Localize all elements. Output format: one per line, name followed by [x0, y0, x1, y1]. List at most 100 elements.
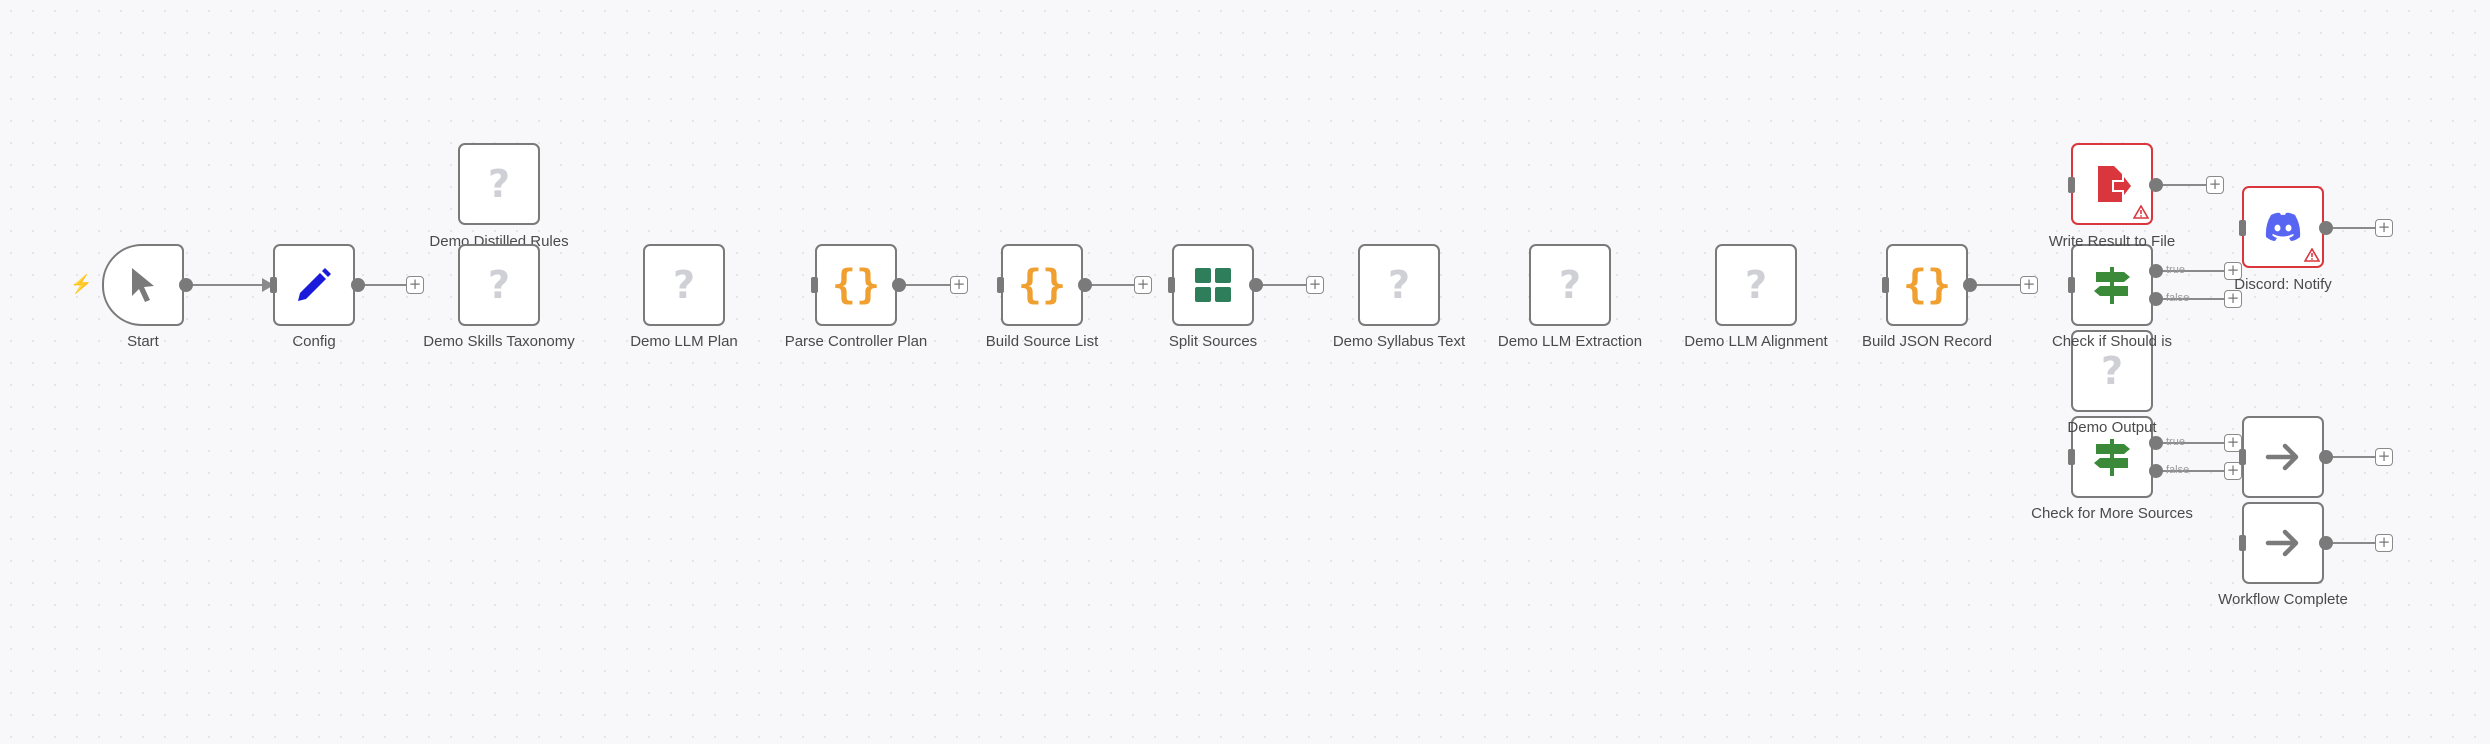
output-handle[interactable]	[2319, 536, 2333, 550]
node-demo-skills-taxonomy[interactable]: ?	[458, 244, 540, 326]
question-icon: ?	[1387, 263, 1411, 307]
add-node-button[interactable]: +	[2224, 262, 2242, 280]
arrow-right-icon	[2265, 443, 2299, 471]
node-split-sources[interactable]	[1172, 244, 1254, 326]
node-label: Start	[127, 333, 159, 350]
split-grid-icon	[1195, 268, 1231, 302]
true-output-handle[interactable]	[2149, 264, 2163, 278]
node-label: Demo LLM Alignment	[1684, 333, 1828, 350]
node-label: Build JSON Record	[1861, 333, 1993, 350]
node-demo-syllabus-text[interactable]: ?	[1358, 244, 1440, 326]
add-node-button[interactable]: +	[1306, 276, 1324, 294]
input-handle[interactable]	[1882, 277, 1889, 293]
output-handle[interactable]	[2319, 450, 2333, 464]
add-node-button[interactable]: +	[2020, 276, 2038, 294]
node-check-if-should-is[interactable]	[2071, 244, 2153, 326]
true-output-handle[interactable]	[2149, 436, 2163, 450]
input-handle[interactable]	[1168, 277, 1175, 293]
node-label: Demo LLM Extraction	[1497, 333, 1643, 350]
discord-icon	[2265, 212, 2301, 241]
question-icon: ?	[2100, 349, 2124, 393]
node-check-for-more-sources[interactable]	[2071, 416, 2153, 498]
cursor-icon	[132, 268, 154, 302]
node-demo-llm-extraction[interactable]: ?	[1529, 244, 1611, 326]
node-label: Workflow Complete	[2218, 591, 2348, 608]
node-label: Demo Output	[2067, 419, 2157, 436]
pencil-icon	[298, 268, 331, 301]
node-label: Split Sources	[1168, 333, 1258, 350]
question-icon: ?	[1558, 263, 1582, 307]
input-handle[interactable]	[2239, 535, 2246, 551]
code-braces-icon: {}	[831, 262, 881, 308]
input-handle[interactable]	[2068, 277, 2075, 293]
false-output-handle[interactable]	[2149, 292, 2163, 306]
input-handle[interactable]	[2068, 449, 2075, 465]
output-handle[interactable]	[2149, 178, 2163, 192]
node-build-json-record[interactable]: {}	[1886, 244, 1968, 326]
branch-true-label: true	[2166, 436, 2185, 448]
node-loop-back[interactable]	[2242, 416, 2324, 498]
input-handle[interactable]	[2239, 449, 2246, 465]
output-handle[interactable]	[1078, 278, 1092, 292]
output-handle[interactable]	[1963, 278, 1977, 292]
node-workflow-complete[interactable]	[2242, 502, 2324, 584]
node-demo-distilled-rules[interactable]: ?	[458, 143, 540, 225]
node-demo-llm-plan[interactable]: ?	[643, 244, 725, 326]
code-braces-icon: {}	[1902, 262, 1952, 308]
add-node-button[interactable]: +	[2224, 434, 2242, 452]
config-output-handle[interactable]	[351, 278, 365, 292]
node-label: Parse Controller Plan	[784, 333, 928, 350]
node-config[interactable]	[273, 244, 355, 326]
question-icon: ?	[1744, 263, 1768, 307]
node-label: Demo Syllabus Text	[1332, 333, 1466, 350]
node-label: Demo LLM Plan	[630, 333, 738, 350]
question-icon: ?	[487, 263, 511, 307]
node-label: Write Result to File	[2048, 233, 2176, 250]
node-start[interactable]	[102, 244, 184, 326]
input-handle[interactable]	[997, 277, 1004, 293]
node-label: Build Source List	[985, 333, 1099, 350]
node-build-source-list[interactable]: {}	[1001, 244, 1083, 326]
question-icon: ?	[672, 263, 696, 307]
output-handle[interactable]	[1249, 278, 1263, 292]
add-node-button[interactable]: +	[1134, 276, 1152, 294]
input-handle[interactable]	[2239, 220, 2246, 236]
node-demo-llm-alignment[interactable]: ?	[1715, 244, 1797, 326]
node-label: Config	[292, 333, 336, 350]
code-braces-icon: {}	[1017, 262, 1067, 308]
branch-false-label: false	[2166, 292, 2190, 304]
add-node-button[interactable]: +	[2375, 534, 2393, 552]
node-label: Check if Should is	[2051, 333, 2173, 350]
input-handle[interactable]	[2068, 177, 2075, 193]
signpost-icon	[2094, 267, 2130, 304]
add-node-button[interactable]: +	[950, 276, 968, 294]
add-node-button[interactable]: +	[2206, 176, 2224, 194]
input-handle[interactable]	[811, 277, 818, 293]
add-node-button[interactable]: +	[2224, 290, 2242, 308]
warning-icon	[2304, 248, 2320, 262]
node-discord-notify[interactable]	[2242, 186, 2324, 268]
add-node-button[interactable]: +	[2375, 448, 2393, 466]
add-node-button[interactable]: +	[2224, 462, 2242, 480]
node-label: Check for More Sources	[2031, 505, 2193, 522]
arrow-right-icon	[2265, 529, 2299, 557]
node-parse-controller-plan[interactable]: {}	[815, 244, 897, 326]
output-handle[interactable]	[2319, 221, 2333, 235]
config-input-handle[interactable]	[270, 277, 277, 293]
warning-icon	[2133, 205, 2149, 219]
branch-false-label: false	[2166, 464, 2190, 476]
add-node-button[interactable]: +	[2375, 219, 2393, 237]
start-output-handle[interactable]	[179, 278, 193, 292]
node-label: Discord: Notify	[2234, 276, 2332, 293]
add-node-button[interactable]: +	[406, 276, 424, 294]
branch-true-label: true	[2166, 264, 2185, 276]
question-icon: ?	[487, 162, 511, 206]
output-handle[interactable]	[892, 278, 906, 292]
node-label: Demo Skills Taxonomy	[423, 333, 575, 350]
trigger-bolt-icon: ⚡	[70, 274, 93, 294]
node-demo-output[interactable]: ?	[2071, 330, 2153, 412]
file-export-icon	[2098, 166, 2131, 202]
signpost-icon	[2094, 439, 2130, 476]
false-output-handle[interactable]	[2149, 464, 2163, 478]
